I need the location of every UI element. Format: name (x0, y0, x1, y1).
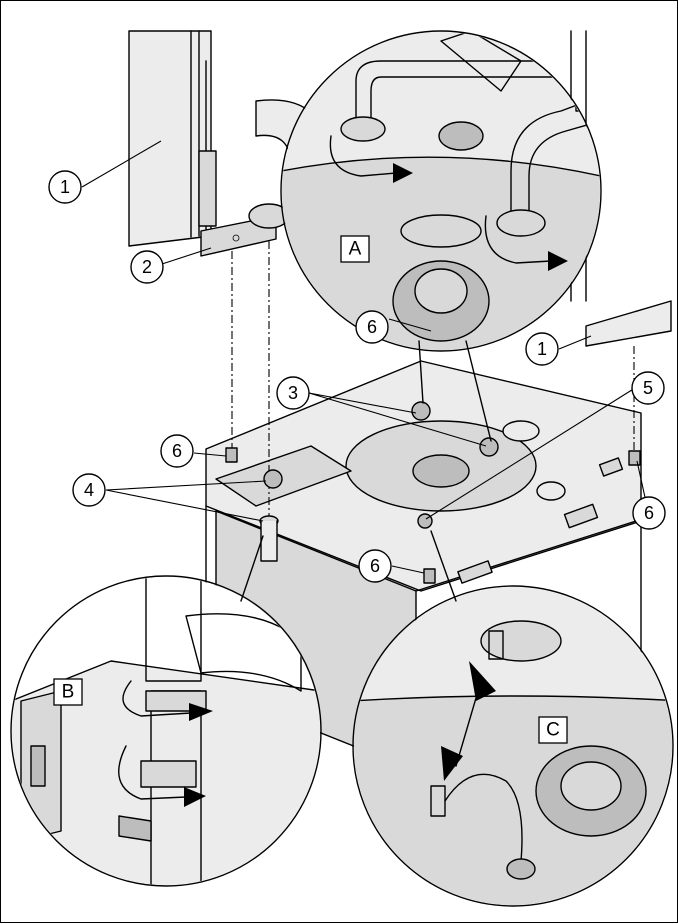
callout-4-label: 4 (84, 480, 94, 500)
callout-1-right: 1 (525, 332, 559, 366)
callout-6-left: 6 (160, 434, 194, 468)
detail-A-leaders (418, 340, 492, 442)
callout-2: 2 (130, 250, 164, 284)
detail-A (280, 30, 602, 352)
detail-label-A-text: A (349, 239, 362, 260)
callout-6-right-label: 6 (644, 503, 654, 523)
detail-label-C: C (538, 716, 568, 744)
detail-label-C-text: C (546, 720, 560, 741)
callout-6-left-label: 6 (172, 441, 182, 461)
callout-6-center-label: 6 (370, 556, 380, 576)
detail-label-B-text: B (62, 682, 75, 703)
detail-B (10, 575, 322, 887)
detail-C (352, 585, 674, 907)
callout-5-label: 5 (643, 378, 653, 398)
callout-6-top: 6 (355, 310, 389, 344)
callout-1-left: 1 (48, 170, 82, 204)
callout-4: 4 (72, 473, 106, 507)
detail-label-B: B (53, 678, 83, 706)
callout-6-center: 6 (358, 549, 392, 583)
mounting-axes (231, 241, 635, 521)
callout-6-right: 6 (632, 496, 666, 530)
callout-5: 5 (631, 371, 665, 405)
mounting-frame-left (128, 30, 332, 257)
callout-6-top-label: 6 (367, 317, 377, 337)
detail-B-leader (240, 535, 264, 602)
callout-1-left-label: 1 (60, 177, 70, 197)
callout-3: 3 (276, 376, 310, 410)
detail-label-A: A (340, 235, 370, 263)
callout-1-right-label: 1 (537, 339, 547, 359)
callout-2-label: 2 (142, 257, 152, 277)
fixing-screws (225, 447, 641, 584)
callout-3-label: 3 (288, 383, 298, 403)
callout-leaders (81, 140, 649, 574)
detail-C-leader (430, 530, 457, 602)
